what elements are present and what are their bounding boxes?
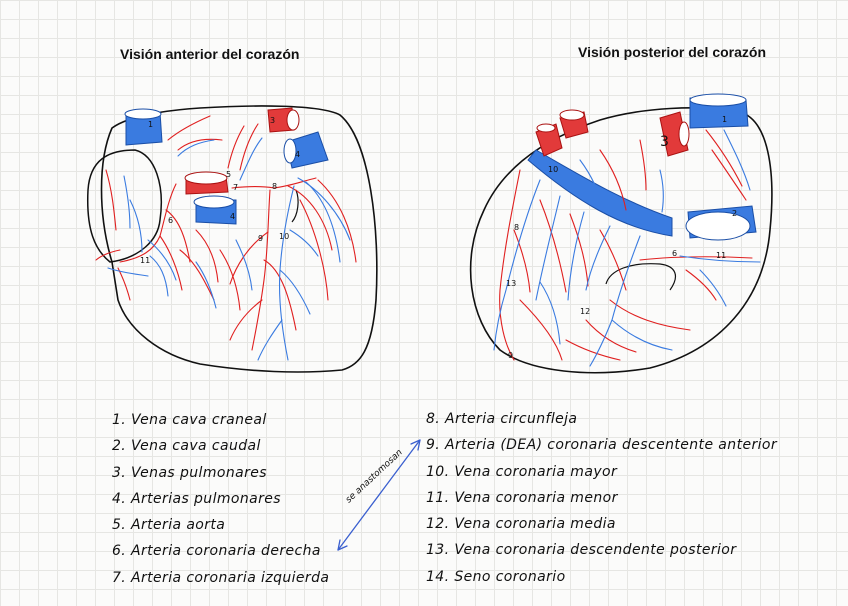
anterior-label-4a: 4: [295, 150, 300, 159]
posterior-venas-pulmonares-3-mouth: [678, 121, 690, 147]
anterior-label-9: 9: [258, 234, 263, 243]
posterior-veins: [493, 129, 761, 367]
anterior-label-11: 11: [140, 256, 150, 265]
legend-item: 8. Arteria circunfleja: [426, 411, 578, 427]
vena-cava-craneal-top: [124, 108, 162, 120]
legend-item: 3. Venas pulmonares: [112, 464, 267, 481]
anterior-heart: 1 3 4 5 7 8 6 4 9 10 11: [86, 105, 378, 373]
legend-item: 9. Arteria (DEA) coronaria descentente a…: [426, 437, 778, 454]
legend-item: 5. Arteria aorta: [112, 517, 226, 534]
legend-left: 1. Vena cava craneal 2. Vena cava caudal…: [112, 407, 329, 591]
anterior-label-10: 10: [279, 232, 289, 241]
posterior-label-1: 1: [722, 115, 727, 124]
posterior-venas-pulmonares-1-mouth: [536, 123, 556, 133]
legend-item: 2. Vena cava caudal: [112, 438, 261, 455]
anterior-label-7: 7: [233, 183, 238, 192]
legend-item: 13. Vena coronaria descendente posterior: [426, 542, 737, 559]
posterior-label-12: 12: [580, 307, 590, 316]
seno-coronario-band: [527, 149, 673, 237]
posterior-vena-cava-caudal-mouth: [685, 211, 751, 241]
posterior-label-11: 11: [716, 251, 726, 260]
posterior-label-10: 10: [548, 165, 558, 174]
anterior-view-title: Visión anterior del corazón: [120, 46, 300, 62]
anterior-arteries: [95, 115, 357, 351]
legend-item: 6. Arteria coronaria derecha: [112, 543, 321, 560]
aorta-top: [184, 171, 228, 185]
posterior-vena-cava-craneal-top: [689, 93, 747, 107]
anterior-label-5: 5: [226, 170, 231, 179]
posterior-arteries: [499, 129, 753, 361]
posterior-label-13: 13: [506, 279, 516, 288]
posterior-view-title: Visión posterior del corazón: [578, 44, 767, 60]
legend-item: 12. Vena coronaria media: [426, 516, 616, 533]
posterior-heart-outline: [469, 107, 773, 374]
legend-item: 14. Seno coronario: [426, 568, 566, 585]
legend-item: 11. Vena coronaria menor: [426, 489, 618, 506]
posterior-label-3: 3: [660, 134, 669, 150]
anterior-label-8: 8: [272, 182, 277, 191]
legend-right: 8. Arteria circunfleja 9. Arteria (DEA) …: [426, 406, 777, 590]
posterior-label-6: 6: [672, 249, 677, 258]
anterior-label-4b: 4: [230, 212, 235, 221]
posterior-venas-pulmonares-3: [659, 111, 689, 157]
legend-item: 4. Arterias pulmonares: [112, 490, 281, 507]
anterior-heart-outline: [100, 105, 378, 373]
posterior-label-2: 2: [732, 209, 737, 218]
legend-item: 10. Vena coronaria mayor: [426, 463, 618, 480]
legend-item: 7. Arteria coronaria izquierda: [112, 569, 330, 586]
posterior-heart: 10 3 1 8 2 6 11 13 12 9: [469, 93, 773, 374]
anterior-label-6: 6: [168, 216, 173, 225]
interventricular-groove: [291, 189, 299, 223]
anterior-label-3: 3: [270, 116, 275, 125]
anastomosis-arrow: [337, 439, 421, 551]
anterior-veins: [107, 137, 351, 361]
venas-pulmonares-mouth: [286, 109, 300, 131]
arteria-pulmonar-mouth-1: [283, 138, 297, 164]
legend-item: 1. Vena cava craneal: [112, 412, 267, 428]
posterior-inner-curve: [605, 263, 677, 291]
right-atrium-outline: [86, 149, 162, 263]
posterior-label-8: 8: [514, 223, 519, 232]
arteria-pulmonar-mouth-2: [193, 195, 235, 209]
posterior-venas-pulmonares-2-mouth: [559, 109, 585, 121]
anterior-label-1: 1: [148, 120, 153, 129]
posterior-label-9: 9: [508, 351, 513, 360]
